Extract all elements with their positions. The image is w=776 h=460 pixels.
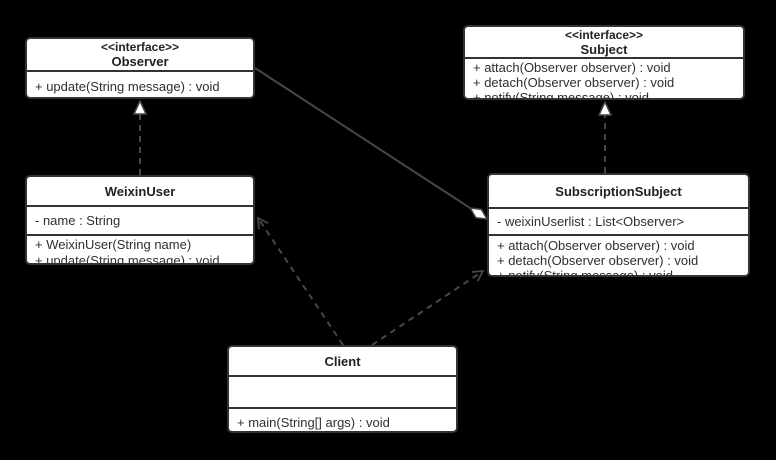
method-row: + WeixinUser(String name)	[35, 237, 192, 252]
dependency-connector-client-weixinuser	[256, 216, 344, 346]
class-header: WeixinUser	[27, 177, 253, 205]
class-box-client: Client + main(String[] args) : void	[227, 345, 458, 433]
class-box-subject: <<interface>> Subject + attach(Observer …	[463, 25, 745, 100]
class-box-weixinuser: WeixinUser - name : String + WeixinUser(…	[25, 175, 255, 265]
method-row: + attach(Observer observer) : void	[497, 238, 695, 253]
class-header: <<interface>> Observer	[27, 39, 253, 70]
method-row: + main(String[] args) : void	[237, 414, 390, 430]
method-row: + attach(Observer observer) : void	[473, 60, 671, 75]
class-name-label: Subject	[580, 41, 628, 57]
method-row: + notify(String message) : void	[473, 90, 649, 100]
attribute-row: - name : String	[35, 213, 121, 228]
aggregation-connector-observer-subscriptionsubject	[254, 67, 489, 220]
class-header: SubscriptionSubject	[489, 175, 748, 207]
class-box-subscriptionsubject: SubscriptionSubject - weixinUserlist : L…	[487, 173, 750, 277]
methods-compartment: + main(String[] args) : void	[229, 407, 456, 431]
attributes-compartment: - name : String	[27, 205, 253, 234]
attribute-row: - weixinUserlist : List<Observer>	[497, 214, 685, 229]
attributes-compartment: - weixinUserlist : List<Observer>	[489, 207, 748, 234]
stereotype-label: <<interface>>	[100, 40, 180, 54]
class-name-label: WeixinUser	[104, 183, 176, 199]
class-name-label: Observer	[111, 54, 169, 69]
method-row: + notify(String message) : void	[497, 268, 673, 277]
class-name-label: Client	[324, 353, 361, 369]
method-row: + update(String message) : void	[35, 79, 220, 94]
methods-compartment: + attach(Observer observer) : void + det…	[465, 57, 743, 100]
method-row: + update(String message) : void	[35, 253, 220, 265]
methods-compartment: + WeixinUser(String name) + update(Strin…	[27, 234, 253, 265]
class-header: Client	[229, 347, 456, 375]
methods-compartment: + attach(Observer observer) : void + det…	[489, 234, 748, 277]
dependency-connector-client-subscriptionsubject	[371, 269, 485, 346]
stereotype-label: <<interface>>	[564, 27, 644, 42]
class-box-observer: <<interface>> Observer + update(String m…	[25, 37, 255, 99]
class-header: <<interface>> Subject	[465, 27, 743, 57]
attributes-compartment	[229, 375, 456, 407]
method-row: + detach(Observer observer) : void	[497, 253, 699, 268]
methods-compartment: + update(String message) : void	[27, 70, 253, 97]
method-row: + detach(Observer observer) : void	[473, 75, 675, 90]
class-name-label: SubscriptionSubject	[555, 183, 682, 199]
